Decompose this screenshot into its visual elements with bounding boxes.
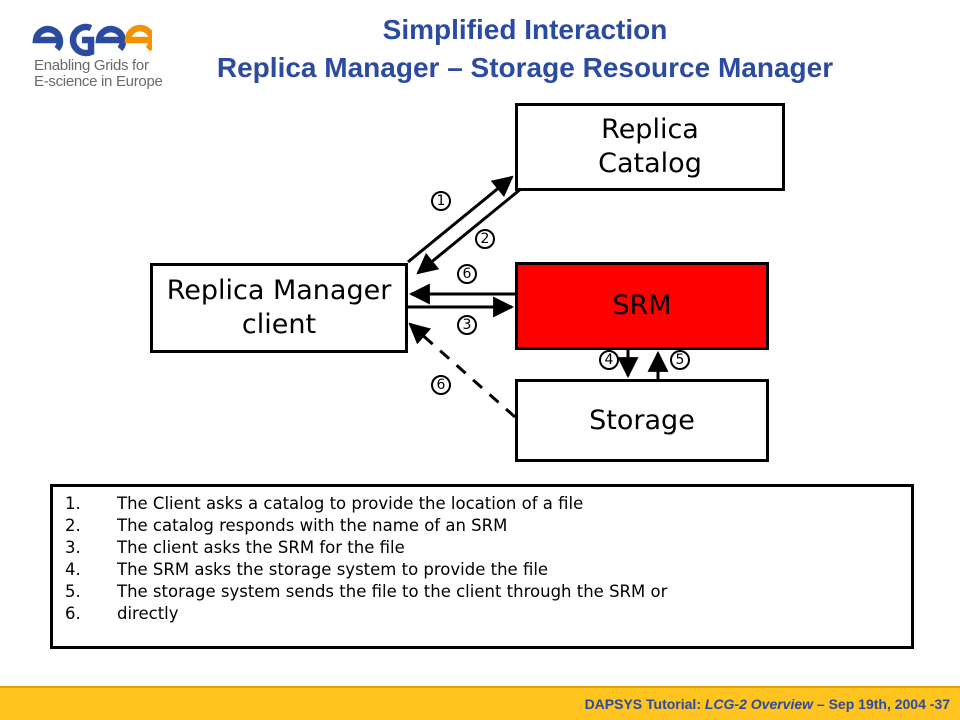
step-marker-6-top: 6 xyxy=(457,264,477,284)
step-marker-5: 5 xyxy=(670,350,690,370)
step-text: The catalog responds with the name of an… xyxy=(117,516,508,535)
step-item: 1. The Client asks a catalog to provide t… xyxy=(65,493,901,515)
replica-catalog-box: Replica Catalog xyxy=(515,103,785,191)
client-label-1: Replica Manager xyxy=(166,275,392,306)
footer-italic: LCG-2 Overview xyxy=(704,696,814,712)
steps-legend: 1. The Client asks a catalog to provide t… xyxy=(50,484,914,649)
step-marker-4: 4 xyxy=(599,350,619,370)
arrow-catalog-to-client xyxy=(416,186,523,275)
footer-prefix: DAPSYS Tutorial: xyxy=(584,696,705,712)
footer-bar: DAPSYS Tutorial: LCG-2 Overview – Sep 19… xyxy=(0,686,960,720)
step-text: directly xyxy=(117,604,179,623)
slide-title-line-1: Simplified Interaction xyxy=(382,14,668,45)
storage-box: Storage xyxy=(515,379,769,462)
step-item: 5. The storage system sends the file to t… xyxy=(65,581,901,603)
storage-label: Storage xyxy=(589,404,695,436)
slide-title-line-2: Replica Manager – Storage Resource Manag… xyxy=(216,52,834,83)
step-text: The storage system sends the file to the… xyxy=(117,582,668,601)
step-number: 3. xyxy=(65,538,81,557)
step-marker-1: 1 xyxy=(431,191,451,211)
step-marker-3: 3 xyxy=(457,315,477,335)
step-text: The client asks the SRM for the file xyxy=(117,538,405,557)
step-text: The SRM asks the storage system to provi… xyxy=(117,560,549,579)
replica-catalog-label-2: Catalog xyxy=(598,148,702,179)
step-number: 5. xyxy=(65,582,81,601)
step-item: 4. The SRM asks the storage system to pro… xyxy=(65,559,901,581)
egee-logo: Enabling Grids for E-science in Europe xyxy=(30,18,163,90)
step-marker-6-bottom: 6 xyxy=(431,375,451,395)
srm-box: SRM xyxy=(515,262,769,350)
step-number: 2. xyxy=(65,516,81,535)
egee-logo-mark xyxy=(32,23,156,57)
step-item: 3. The client asks the SRM for the file xyxy=(65,537,901,559)
srm-label: SRM xyxy=(612,290,672,321)
step-marker-2: 2 xyxy=(475,229,495,249)
step-item: 2. The catalog responds with the name of … xyxy=(65,515,901,537)
arrow-client-to-catalog xyxy=(407,175,514,264)
footer-suffix: – Sep 19th, 2004 -37 xyxy=(813,696,950,712)
replica-catalog-label-1: Replica xyxy=(601,114,699,145)
replica-manager-client-box: Replica Manager client xyxy=(150,263,408,353)
footer-text: DAPSYS Tutorial: LCG-2 Overview – Sep 19… xyxy=(585,696,950,712)
logo-tagline-1: Enabling Grids for xyxy=(34,57,149,74)
steps-list: 1. The Client asks a catalog to provide t… xyxy=(65,493,901,625)
step-number: 1. xyxy=(65,494,81,513)
logo-tagline-2: E-science in Europe xyxy=(34,73,163,90)
step-number: 4. xyxy=(65,560,81,579)
client-label-2: client xyxy=(241,309,317,340)
step-item: 6. directly xyxy=(65,603,901,625)
arrow-storage-to-client-dashed xyxy=(408,322,516,419)
step-text: The Client asks a catalog to provide the… xyxy=(117,494,584,513)
step-number: 6. xyxy=(65,604,81,623)
